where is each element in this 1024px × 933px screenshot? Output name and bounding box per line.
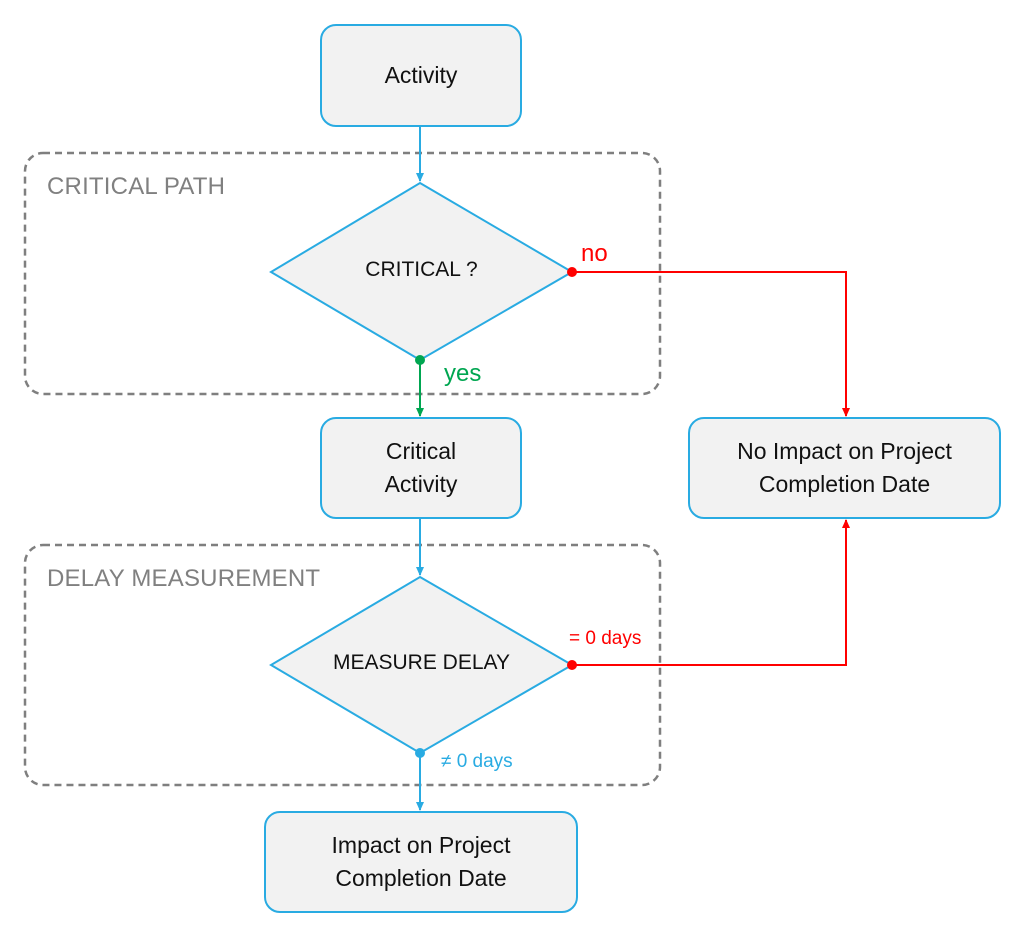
edge-label-zero-days: = 0 days: [569, 628, 642, 649]
edge-measure-nonzero-dot: [415, 748, 425, 758]
node-activity-label: Activity: [384, 61, 458, 88]
edge-critical-no-dot: [567, 267, 577, 277]
group-critical-path-frame: [23, 151, 662, 396]
node-critical-activity: Critical Activity: [320, 417, 522, 519]
edge-critical-no: [572, 271, 850, 417]
node-no-impact-label: No Impact on Project Completion Date: [737, 437, 952, 497]
edge-label-yes: yes: [444, 360, 482, 387]
group-delay-measurement-frame: [23, 543, 662, 787]
edge-measure-zero: [572, 519, 850, 666]
decision-critical-label: CRITICAL ?: [365, 258, 478, 281]
edge-measure-zero-dot: [567, 660, 577, 670]
group-critical-path-label: CRITICAL PATH: [47, 173, 226, 200]
node-critical-activity-label: Critical Activity: [384, 437, 458, 497]
node-impact-label: Impact on Project Completion Date: [331, 831, 511, 891]
node-impact: Impact on Project Completion Date: [264, 811, 578, 913]
node-no-impact: No Impact on Project Completion Date: [688, 417, 1001, 519]
decision-measure-delay-label: MEASURE DELAY: [333, 651, 510, 674]
edge-label-no: no: [581, 240, 608, 267]
node-activity: Activity: [320, 24, 522, 127]
edge-label-nonzero-days: ≠ 0 days: [441, 751, 513, 772]
group-delay-measurement-label: DELAY MEASUREMENT: [47, 565, 321, 592]
edge-critical-yes-dot: [415, 355, 425, 365]
